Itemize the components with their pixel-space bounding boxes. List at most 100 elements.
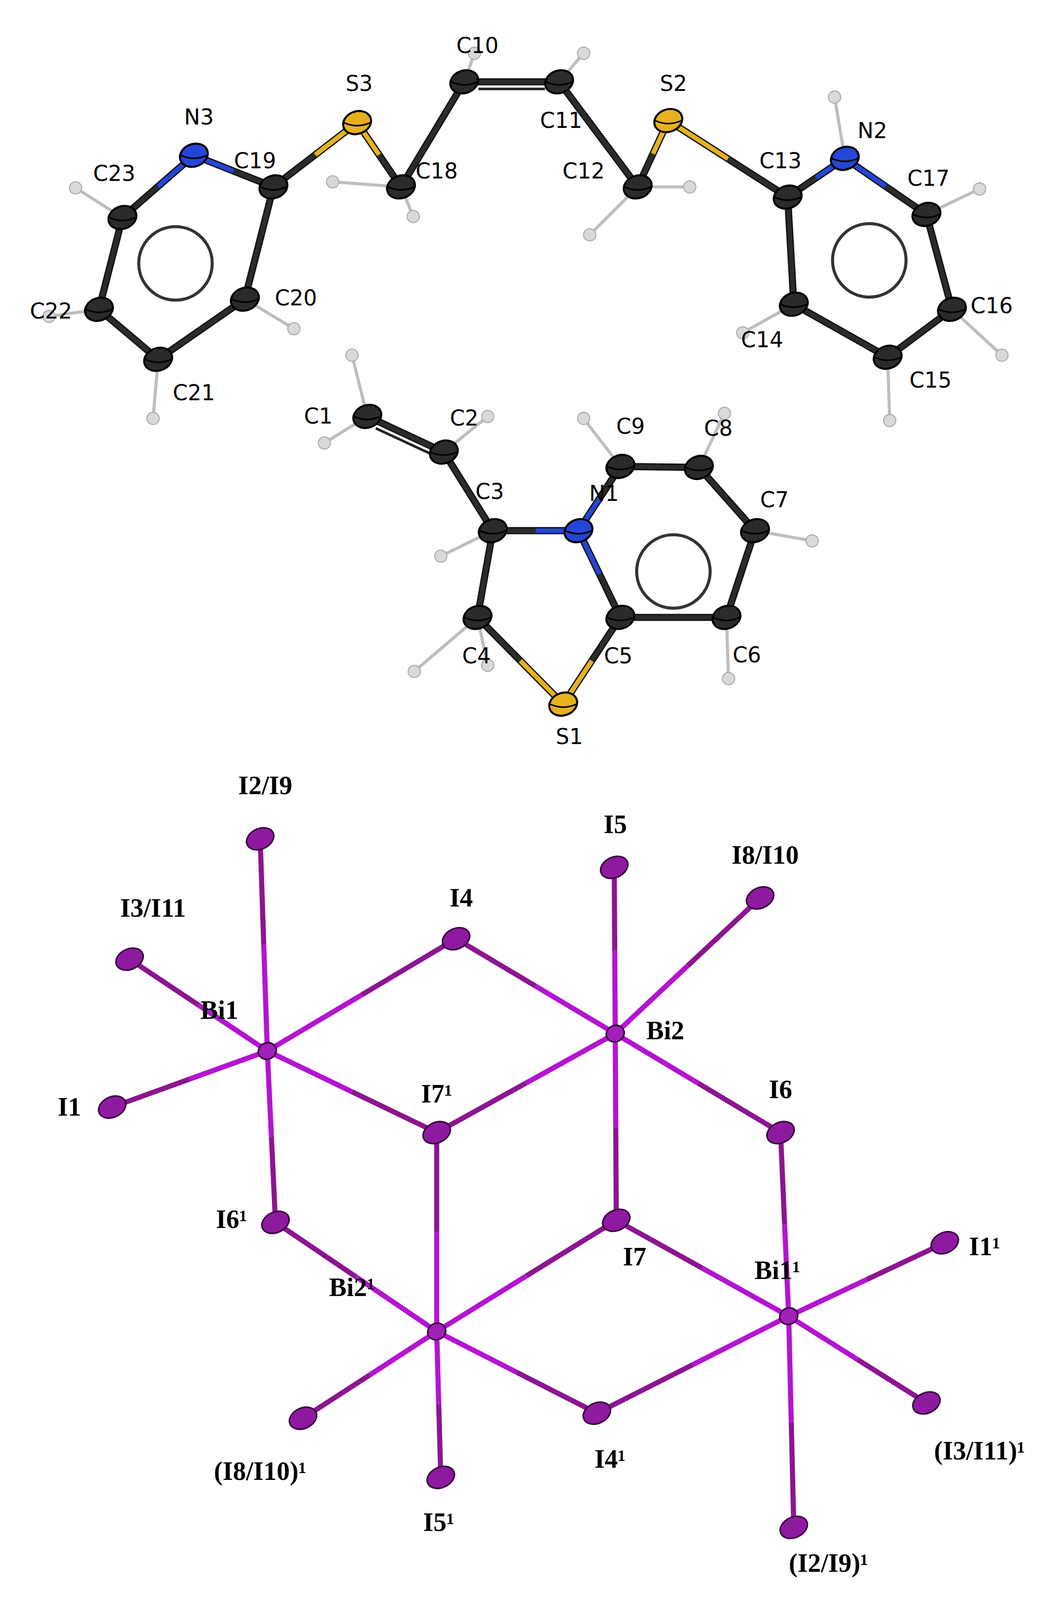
atom-ellipsoid: [176, 140, 212, 171]
atom-ellipsoid: [737, 515, 773, 546]
hydrogen-atom: [577, 412, 590, 425]
atom-label: C13: [759, 150, 802, 172]
hydrogen-atom: [828, 90, 841, 104]
ellipsoid-axis: [545, 81, 573, 85]
atom-label: C23: [93, 162, 136, 185]
atom-ellipsoid: [475, 515, 511, 546]
ellipsoid-axis: [550, 704, 577, 708]
bi-i-bond: [687, 897, 761, 966]
ellipsoid-axis: [180, 155, 208, 159]
hydrogen-atom: [805, 535, 819, 548]
cluster-atom-label: I7: [623, 1243, 647, 1270]
ellipsoid-axis: [874, 357, 902, 361]
ellipsoid-axis: [741, 530, 769, 534]
bi-i-bond: [436, 1331, 518, 1373]
bi-i-bond: [788, 1279, 867, 1317]
atom-ellipsoid: [419, 1117, 454, 1148]
atom-ellipsoid: [603, 1022, 627, 1045]
cluster-atom-label: I6¹: [215, 1206, 248, 1233]
cluster-atom-label: I5: [603, 811, 627, 838]
atom-ellipsoid: [681, 451, 716, 483]
ellipsoid-axis: [430, 452, 458, 456]
ellipsoid-axis: [479, 530, 507, 534]
atom-label: C9: [616, 415, 645, 438]
cluster-atom-label: I4¹: [594, 1446, 626, 1473]
cluster-atom-label: Bi2: [646, 1017, 685, 1044]
bond: [98, 217, 123, 310]
bond: [620, 613, 727, 622]
bi-i-bond: [263, 945, 268, 1052]
atom-label: C17: [907, 167, 950, 190]
atom-ellipsoid: [776, 1305, 801, 1328]
bi-i-bond: [129, 959, 199, 1005]
ellipsoid-axis: [655, 120, 682, 124]
ellipsoid-axis: [780, 304, 808, 308]
bond: [273, 122, 358, 187]
atom-ellipsoid: [763, 1117, 798, 1148]
atom-ellipsoid: [426, 436, 462, 468]
ellipsoid-axis: [387, 186, 415, 190]
atom-label: C1: [303, 405, 333, 428]
hydrogen-atom: [407, 210, 420, 223]
atom-ellipsoid: [776, 288, 812, 320]
aromatic-ring: [636, 535, 711, 609]
ellipsoid-axis: [685, 467, 713, 471]
atom-label: C22: [30, 300, 73, 322]
hydrogen-atom: [481, 410, 494, 423]
bi-i-bond: [791, 1422, 794, 1528]
atom-label: C16: [970, 295, 1014, 317]
bi-i-bond: [260, 839, 264, 946]
atom-ellipsoid: [105, 201, 140, 233]
cluster-atom-label: Bi1¹: [754, 1257, 801, 1284]
atom-ellipsoid: [141, 343, 176, 375]
hydrogen-atom: [995, 349, 1008, 362]
atom-ellipsoid: [870, 341, 905, 373]
hydrogen-atom: [146, 412, 160, 425]
aromatic-ring: [832, 223, 907, 298]
ellipsoid-axis: [464, 617, 491, 621]
atom-label: C3: [475, 481, 505, 503]
hydrogen-atom: [722, 672, 735, 685]
atom-ellipsoid: [255, 1039, 279, 1063]
bi-i-bond: [857, 1359, 927, 1404]
atom-ellipsoid: [258, 1207, 293, 1238]
ellipsoid-axis: [831, 158, 859, 162]
atom-label: S3: [345, 72, 373, 95]
atom-ellipsoid: [447, 66, 482, 98]
cluster-atom-label: I2/I9: [238, 772, 293, 799]
bond: [726, 530, 756, 618]
atom-ellipsoid: [603, 602, 638, 633]
atom-label: C8: [703, 417, 733, 440]
atom-label: N3: [184, 106, 215, 128]
atom-ellipsoid: [742, 882, 778, 914]
bi-i-bond: [692, 1316, 789, 1365]
bi-i-bond: [267, 1051, 272, 1137]
bi-i-bond: [697, 1083, 781, 1133]
cluster-atom-label: I3/I11: [120, 894, 186, 922]
bi-i-bond: [614, 867, 615, 951]
cluster-atom-label: Bi2¹: [329, 1274, 376, 1301]
aromatic-ring: [138, 226, 213, 301]
ellipsoid-axis: [343, 122, 371, 126]
atom-ellipsoid: [256, 171, 291, 203]
bi-i-bond: [267, 1051, 353, 1092]
atom-ellipsoid: [81, 293, 117, 325]
atom-label: C12: [562, 160, 606, 182]
cluster-atom-label: (I8/I10)¹: [214, 1458, 307, 1485]
atom-label: C4: [462, 645, 491, 667]
atom-ellipsoid: [227, 283, 263, 315]
hydrogen-atom: [434, 550, 448, 563]
bi-i-bond: [596, 1364, 693, 1414]
cluster-atom-label: I1¹: [968, 1233, 1001, 1260]
atom-ellipsoid: [650, 105, 686, 136]
atom-ellipsoid: [339, 107, 375, 138]
hydrogen-atom: [883, 414, 896, 427]
ellipsoid-axis: [713, 617, 740, 621]
atom-label: C7: [760, 489, 789, 511]
hydrogen-atom: [287, 322, 301, 335]
double-bond: [478, 87, 546, 90]
atom-ellipsoid: [545, 688, 581, 720]
bi-i-bond: [516, 1372, 597, 1414]
atom-ellipsoid: [603, 450, 638, 482]
atom-ellipsoid: [286, 1403, 321, 1434]
